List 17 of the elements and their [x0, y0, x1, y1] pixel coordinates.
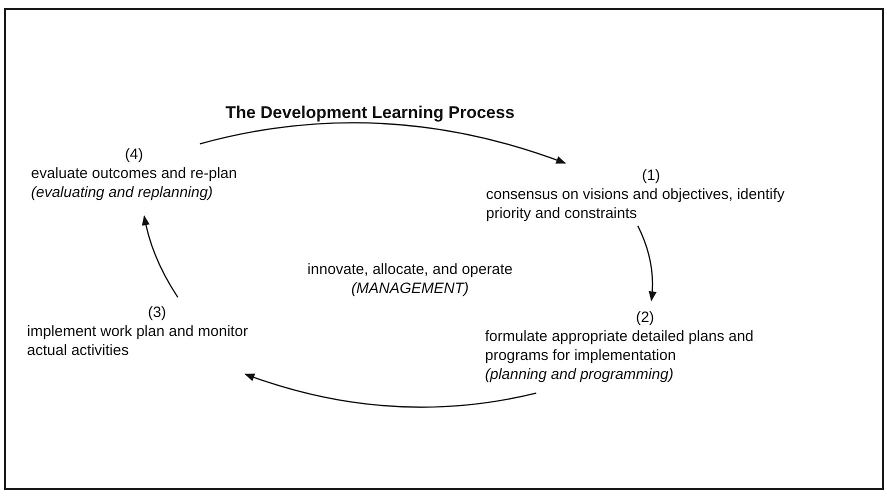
step-text: formulate appropriate detailed plans and programs for implementation: [485, 327, 755, 365]
curved-arrow: [244, 373, 536, 408]
center-label: innovate, allocate, and operate: [307, 260, 513, 279]
curved-arrow: [200, 122, 566, 164]
curved-arrow: [142, 215, 178, 298]
center-label: (MANAGEMENT): [351, 279, 469, 298]
curved-arrow: [637, 226, 656, 302]
step-number: (1): [642, 166, 660, 185]
step-text: consensus on visions and objectives, identify priority and constraints: [486, 185, 786, 223]
step-subtitle: (evaluating and replanning): [31, 183, 214, 202]
step-number: (3): [148, 303, 166, 322]
title: The Development Learning Process: [224, 102, 516, 124]
step-number: (4): [124, 145, 144, 164]
step-number: (2): [636, 308, 654, 327]
step-subtitle: (planning and programming): [485, 365, 674, 384]
step-text: implement work plan and monitor actual activities: [27, 322, 249, 360]
step-text: evaluate outcomes and re-plan: [31, 164, 237, 183]
